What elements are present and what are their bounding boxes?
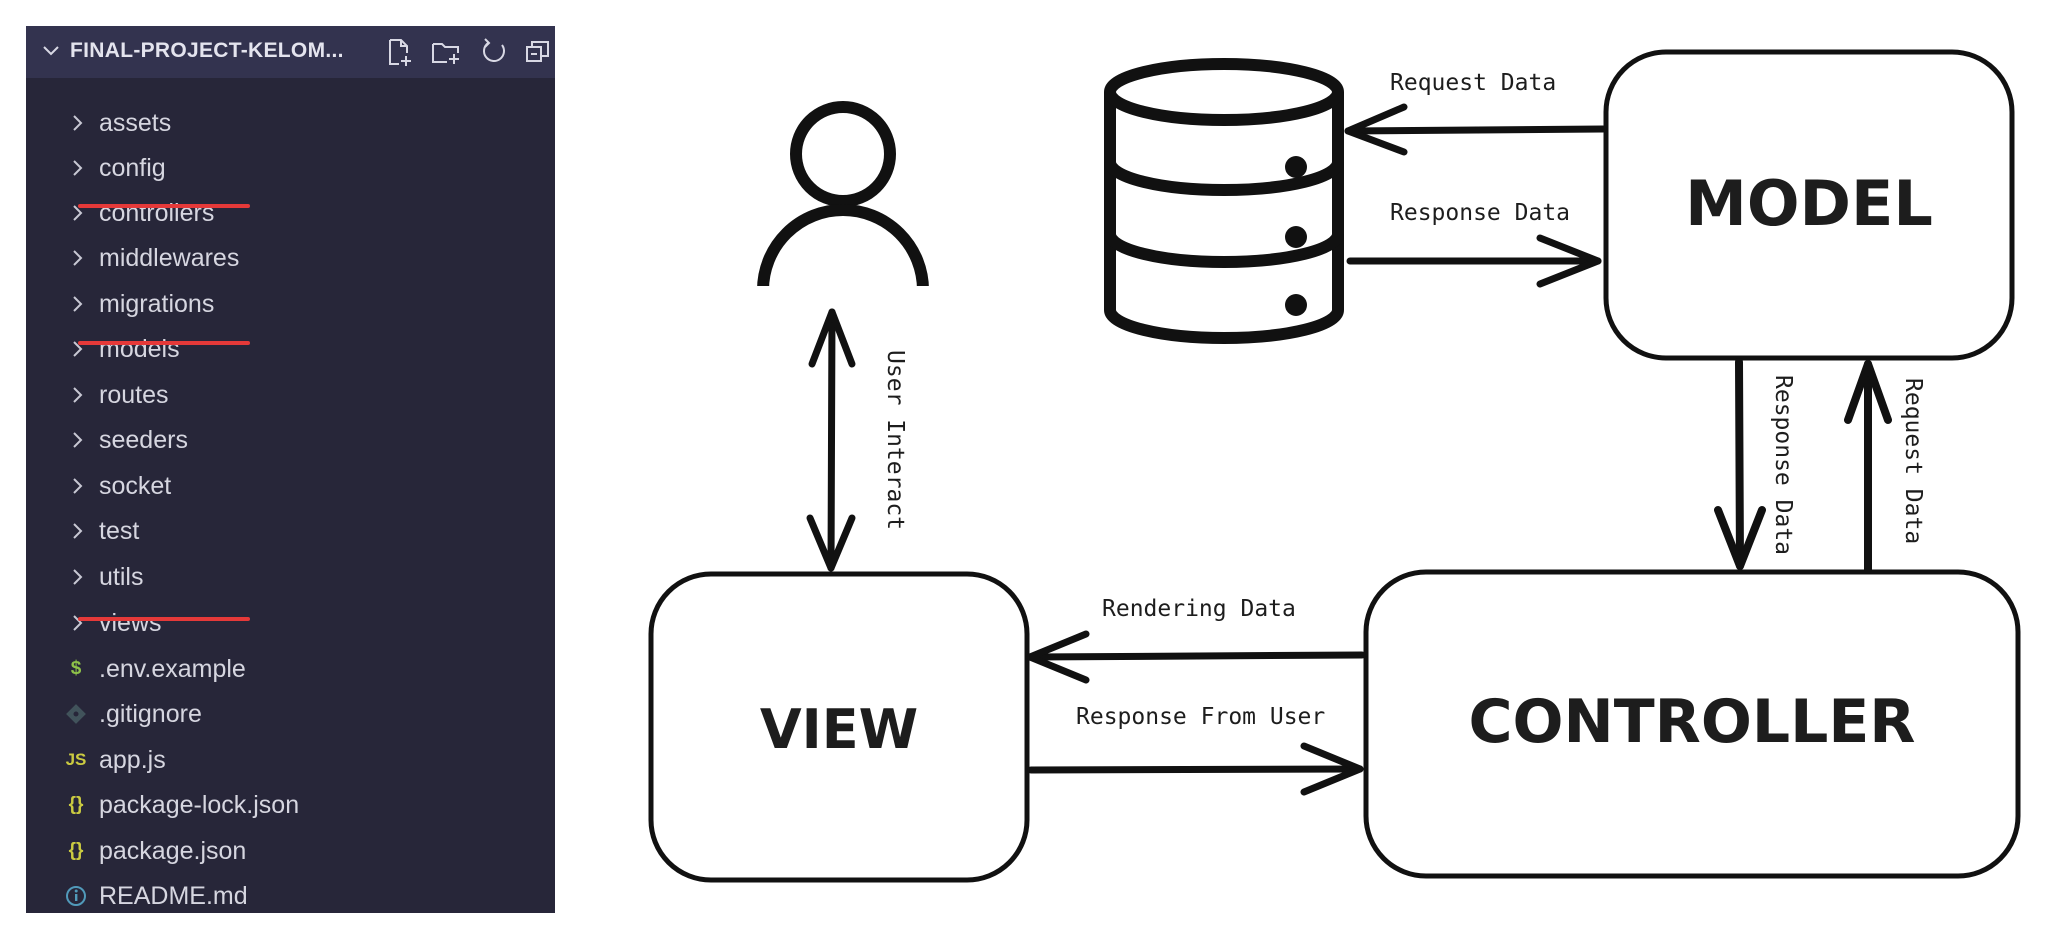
chevron-right-icon bbox=[73, 387, 83, 403]
tree-item-label: migrations bbox=[99, 290, 215, 318]
chevron-right-icon bbox=[73, 341, 83, 357]
arrow-request-to-db bbox=[1344, 103, 1607, 156]
label-rendering-data: Rendering Data bbox=[1102, 596, 1296, 622]
chevron-right-icon bbox=[73, 569, 83, 585]
explorer-header: FINAL-PROJECT-KELOM... bbox=[26, 26, 555, 78]
tree-file-env-example[interactable]: $ .env.example bbox=[26, 647, 555, 691]
tree-folder-utils[interactable]: utils bbox=[26, 555, 555, 599]
controller-label: CONTROLLER bbox=[1468, 687, 1915, 757]
chevron-right-icon bbox=[73, 250, 83, 266]
tree-item-label: package-lock.json bbox=[99, 791, 300, 819]
javascript-icon: JS bbox=[65, 750, 87, 769]
user-icon bbox=[757, 101, 929, 291]
arrow-response-to-model bbox=[1346, 234, 1602, 288]
git-diamond-icon bbox=[66, 704, 86, 724]
tree-folder-socket[interactable]: socket bbox=[26, 464, 555, 508]
chevron-right-icon bbox=[73, 115, 83, 131]
label-controller-to-model: Request Data bbox=[1900, 378, 1926, 544]
file-explorer: FINAL-PROJECT-KELOM... assets config con… bbox=[26, 26, 555, 913]
chevron-right-icon bbox=[73, 205, 83, 221]
new-file-icon[interactable] bbox=[382, 36, 414, 68]
tree-item-label: utils bbox=[99, 563, 144, 591]
chevron-right-icon bbox=[73, 523, 83, 539]
tree-folder-routes[interactable]: routes bbox=[26, 373, 555, 417]
model-label: MODEL bbox=[1685, 167, 1933, 240]
arrow-controller-to-model bbox=[1844, 360, 1892, 574]
chevron-right-icon bbox=[73, 296, 83, 312]
tree-item-label: middlewares bbox=[99, 244, 240, 272]
chevron-right-icon bbox=[73, 478, 83, 494]
tree-file-package-lock-json[interactable]: {} package-lock.json bbox=[26, 783, 555, 827]
highlight-underline-controllers bbox=[78, 204, 250, 208]
refresh-icon[interactable] bbox=[478, 36, 510, 68]
json-braces-icon: {} bbox=[68, 794, 84, 815]
tree-item-label: .gitignore bbox=[99, 700, 202, 728]
tree-item-label: assets bbox=[99, 109, 172, 137]
highlight-underline-models bbox=[78, 341, 250, 345]
label-db-request: Request Data bbox=[1390, 70, 1556, 96]
info-icon bbox=[66, 886, 86, 906]
arrow-user-view bbox=[806, 308, 856, 572]
new-folder-icon[interactable] bbox=[430, 36, 462, 68]
arrow-controller-to-view bbox=[1026, 630, 1366, 684]
tree-item-label: README.md bbox=[99, 882, 248, 910]
tree-folder-controllers[interactable]: controllers bbox=[26, 191, 555, 235]
json-braces-icon: {} bbox=[68, 840, 84, 861]
tree-folder-test[interactable]: test bbox=[26, 509, 555, 553]
dollar-icon: $ bbox=[70, 658, 82, 679]
tree-item-label: test bbox=[99, 517, 140, 545]
tree-folder-middlewares[interactable]: middlewares bbox=[26, 236, 555, 280]
tree-folder-models[interactable]: models bbox=[26, 327, 555, 371]
model-box bbox=[1603, 49, 2015, 361]
arrow-view-to-controller bbox=[1027, 742, 1364, 796]
tree-item-label: models bbox=[99, 335, 180, 363]
label-model-to-controller: Response Data bbox=[1770, 375, 1796, 555]
arrow-model-to-controller bbox=[1714, 358, 1766, 570]
tree-item-label: socket bbox=[99, 472, 172, 500]
view-box bbox=[648, 571, 1030, 883]
highlight-underline-views bbox=[78, 617, 250, 621]
collapse-all-icon[interactable] bbox=[522, 36, 554, 68]
tree-folder-seeders[interactable]: seeders bbox=[26, 418, 555, 462]
view-label: VIEW bbox=[760, 698, 918, 761]
tree-folder-config[interactable]: config bbox=[26, 146, 555, 190]
chevron-right-icon bbox=[73, 160, 83, 176]
tree-folder-assets[interactable]: assets bbox=[26, 101, 555, 145]
controller-box bbox=[1363, 569, 2021, 879]
tree-item-label: controllers bbox=[99, 199, 215, 227]
tree-folder-views[interactable]: views bbox=[26, 601, 555, 645]
tree-item-label: app.js bbox=[99, 746, 166, 774]
tree-file-gitignore[interactable]: .gitignore bbox=[26, 692, 555, 736]
tree-item-label: seeders bbox=[99, 426, 188, 454]
tree-item-label: config bbox=[99, 154, 166, 182]
tree-item-label: .env.example bbox=[99, 655, 246, 683]
tree-item-label: views bbox=[99, 609, 162, 637]
database-icon bbox=[1104, 58, 1344, 344]
tree-item-label: package.json bbox=[99, 837, 247, 865]
tree-file-app-js[interactable]: JS app.js bbox=[26, 738, 555, 782]
user-icon-base-mask bbox=[755, 286, 931, 298]
tree-file-package-json[interactable]: {} package.json bbox=[26, 829, 555, 873]
tree-folder-migrations[interactable]: migrations bbox=[26, 282, 555, 326]
label-db-response: Response Data bbox=[1390, 200, 1570, 226]
label-response-from-user: Response From User bbox=[1076, 704, 1325, 730]
tree-item-label: routes bbox=[99, 381, 169, 409]
chevron-right-icon bbox=[73, 615, 83, 631]
chevron-right-icon bbox=[73, 432, 83, 448]
chevron-down-icon[interactable] bbox=[40, 40, 62, 62]
tree-file-readme-md[interactable]: README.md bbox=[26, 874, 555, 918]
label-user-interact: User Interact bbox=[882, 350, 908, 530]
